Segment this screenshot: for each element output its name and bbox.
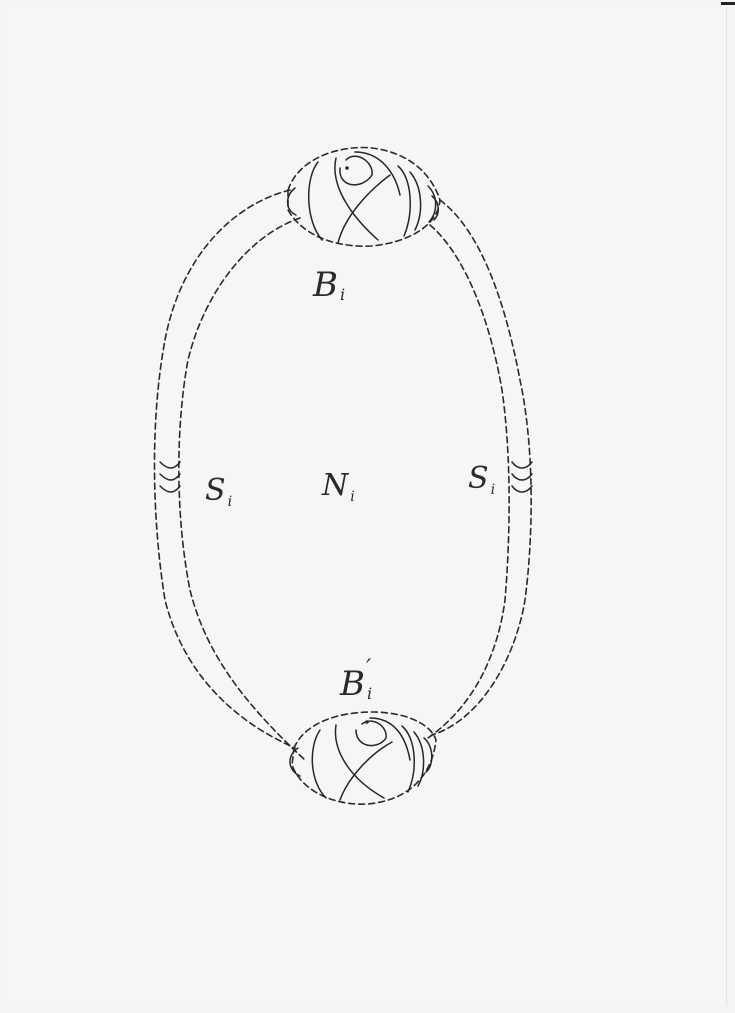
strip-left-marks: [160, 462, 180, 492]
ball-top: [288, 147, 440, 246]
inner-band-left: [179, 218, 305, 760]
strip-right-marks: [512, 462, 532, 492]
outer-band-left: [154, 190, 295, 748]
ball-bottom: [290, 712, 436, 804]
